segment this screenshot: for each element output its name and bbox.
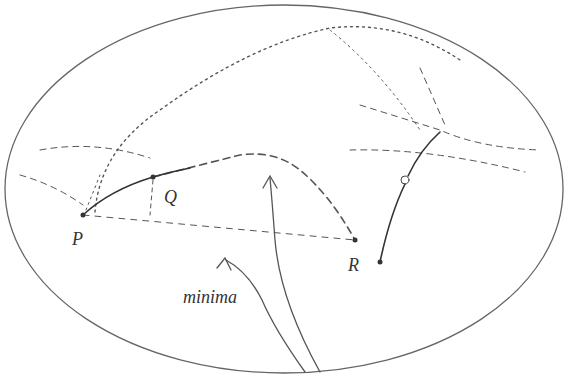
dashed-contour bbox=[360, 105, 540, 150]
dashed-contour bbox=[20, 175, 83, 205]
point-dot bbox=[151, 175, 156, 180]
dotted-contour bbox=[86, 175, 100, 210]
dashed-drop bbox=[150, 180, 153, 215]
dashed-contour bbox=[420, 68, 445, 125]
point-label: P bbox=[72, 230, 83, 250]
point-label: R bbox=[348, 256, 359, 276]
arrow-head bbox=[263, 176, 277, 188]
arrow-head bbox=[217, 258, 231, 270]
dashed-chord bbox=[83, 215, 355, 240]
point-label: Q bbox=[164, 188, 177, 208]
ellipse-outline bbox=[5, 5, 563, 373]
small-circle bbox=[401, 176, 409, 184]
point-dot bbox=[81, 213, 86, 218]
dashed-valley bbox=[153, 154, 355, 240]
solid-path bbox=[380, 132, 440, 262]
solid-path bbox=[83, 168, 190, 215]
arrow-line bbox=[270, 178, 320, 372]
point-dot bbox=[353, 238, 358, 243]
annotation-text: minima bbox=[183, 288, 237, 308]
dashed-contour bbox=[350, 150, 525, 172]
point-dot bbox=[378, 260, 383, 265]
dotted-contour bbox=[330, 30, 420, 130]
dashed-contour bbox=[40, 146, 150, 158]
